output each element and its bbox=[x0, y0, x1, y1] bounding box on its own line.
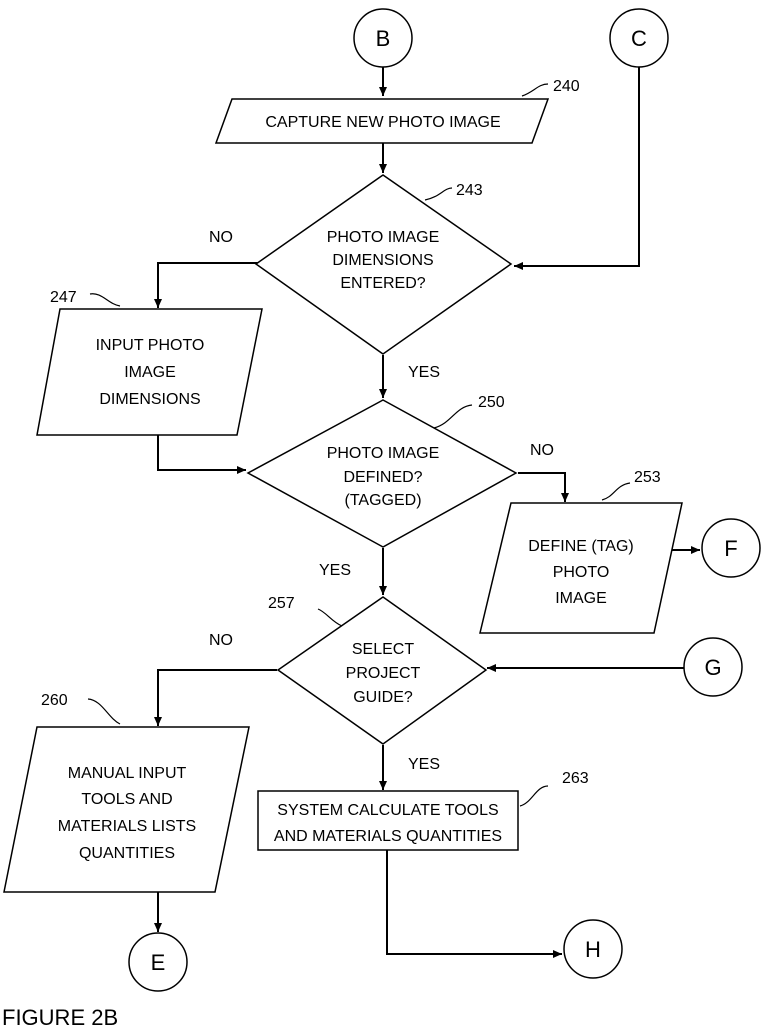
decision-250-line-2: DEFINED? bbox=[343, 469, 422, 486]
ref-250: 250 bbox=[478, 394, 505, 411]
ref-260-leader bbox=[87, 698, 121, 725]
connector-b bbox=[353, 8, 413, 68]
ref-243-leader bbox=[424, 187, 453, 201]
connector-g bbox=[683, 637, 743, 697]
flow-c-to-243 bbox=[514, 66, 640, 270]
flow-247-to-250 bbox=[157, 435, 246, 474]
ref-253-leader bbox=[601, 482, 631, 501]
decision-257-line-1: SELECT bbox=[352, 641, 414, 658]
decision-257 bbox=[276, 596, 488, 745]
step-260-line-2: TOOLS AND bbox=[81, 791, 172, 808]
step-253-line-2: PHOTO bbox=[553, 564, 610, 581]
ref-247-leader bbox=[89, 293, 121, 307]
ref-240: 240 bbox=[553, 78, 580, 95]
decision-243-line-2: DIMENSIONS bbox=[332, 252, 433, 269]
step-253-line-3: IMAGE bbox=[555, 590, 607, 607]
connector-g-label: G bbox=[704, 655, 721, 680]
step-263-line-1: SYSTEM CALCULATE TOOLS bbox=[277, 802, 498, 819]
connector-f-label: F bbox=[724, 536, 737, 561]
step-260-line-4: QUANTITIES bbox=[79, 845, 175, 862]
step-260-line-1: MANUAL INPUT bbox=[68, 765, 187, 782]
step-247-input-box bbox=[36, 308, 263, 436]
ref-250-leader bbox=[433, 404, 473, 429]
connector-b-label: B bbox=[376, 26, 391, 51]
ref-253: 253 bbox=[634, 469, 661, 486]
decision-250 bbox=[246, 399, 518, 548]
flow-243-no-to-247 bbox=[154, 262, 258, 308]
branch-243-yes: YES bbox=[408, 364, 440, 381]
decision-243-line-3: ENTERED? bbox=[340, 275, 425, 292]
decision-250-line-3: (TAGGED) bbox=[344, 492, 421, 509]
step-263-system-calculate-box bbox=[257, 790, 519, 851]
connector-e bbox=[128, 932, 188, 992]
branch-257-no: NO bbox=[209, 632, 233, 649]
decision-250-line-1: PHOTO IMAGE bbox=[327, 445, 440, 462]
step-253-line-1: DEFINE (TAG) bbox=[528, 538, 633, 555]
flow-263-to-h bbox=[386, 850, 562, 958]
flow-257-no-to-260 bbox=[154, 669, 277, 726]
step-247-line-2: IMAGE bbox=[124, 364, 176, 381]
ref-263-leader bbox=[519, 785, 549, 807]
connector-c-label: C bbox=[631, 26, 647, 51]
step-247-line-1: INPUT PHOTO bbox=[96, 337, 205, 354]
decision-257-line-2: PROJECT bbox=[346, 665, 421, 682]
decision-243-line-1: PHOTO IMAGE bbox=[327, 229, 440, 246]
step-240-capture-box bbox=[214, 98, 550, 144]
connector-h bbox=[563, 919, 623, 979]
decision-257-line-3: GUIDE? bbox=[353, 689, 413, 706]
ref-257-leader bbox=[317, 608, 343, 627]
branch-250-no: NO bbox=[530, 442, 554, 459]
ref-260: 260 bbox=[41, 692, 68, 709]
connector-h-label: H bbox=[585, 937, 601, 962]
step-263-line-2: AND MATERIALS QUANTITIES bbox=[274, 828, 502, 845]
step-260-line-3: MATERIALS LISTS bbox=[58, 818, 196, 835]
flow-250-no-to-253 bbox=[518, 472, 569, 502]
step-253-define-box bbox=[479, 502, 683, 634]
branch-257-yes: YES bbox=[408, 756, 440, 773]
branch-250-yes: YES bbox=[319, 562, 351, 579]
connector-f bbox=[701, 518, 761, 578]
step-247-line-3: DIMENSIONS bbox=[99, 391, 200, 408]
ref-243: 243 bbox=[456, 182, 483, 199]
ref-263: 263 bbox=[562, 770, 589, 787]
step-240-line-1: CAPTURE NEW PHOTO IMAGE bbox=[265, 114, 500, 131]
step-260-manual-input-box bbox=[3, 726, 250, 893]
figure-label: FIGURE 2B bbox=[2, 1005, 118, 1030]
connector-e-label: E bbox=[151, 950, 166, 975]
ref-240-leader bbox=[521, 83, 549, 97]
branch-243-no: NO bbox=[209, 229, 233, 246]
connector-c bbox=[609, 8, 669, 68]
decision-243 bbox=[254, 174, 513, 355]
ref-257: 257 bbox=[268, 595, 295, 612]
ref-247: 247 bbox=[50, 289, 77, 306]
